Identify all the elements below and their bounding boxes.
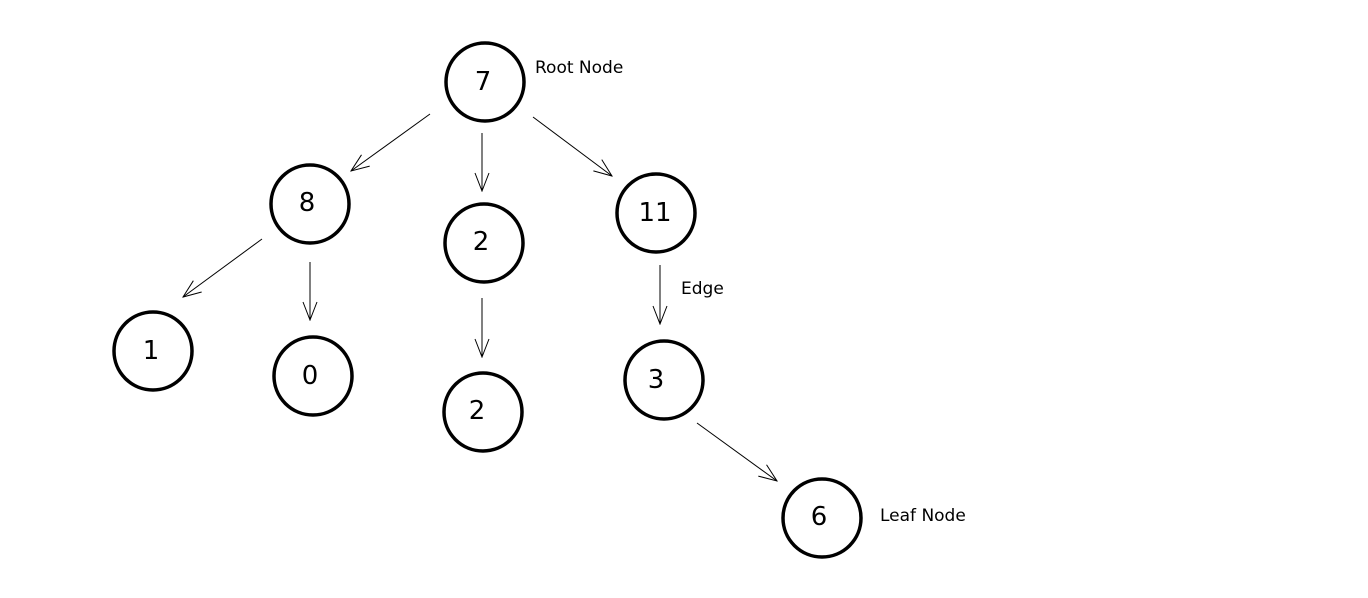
node-3: 3 (623, 339, 705, 421)
node-label: 2 (473, 227, 490, 257)
edge-annotation: Edge (681, 279, 724, 299)
node-2-middle: 2 (443, 202, 525, 284)
node-8: 8 (269, 163, 351, 245)
node-11: 11 (615, 172, 697, 254)
root-node-annotation: Root Node (535, 58, 623, 78)
node-2-bottom: 2 (442, 371, 524, 453)
edge-7-to-8 (351, 113, 431, 171)
node-7: 7 (444, 41, 526, 123)
node-1: 1 (112, 310, 194, 392)
node-label: 2 (469, 396, 486, 426)
node-label: 1 (143, 336, 160, 366)
node-label: 3 (648, 365, 665, 395)
node-label: 6 (811, 502, 828, 532)
node-6: 6 (781, 477, 863, 559)
edge-8-to-1 (183, 238, 263, 297)
node-label: 7 (475, 67, 492, 97)
edge-7-to-11 (532, 116, 612, 176)
node-label: 11 (638, 198, 671, 228)
node-label: 8 (299, 188, 316, 218)
node-0: 0 (272, 335, 354, 417)
node-label: 0 (302, 361, 319, 391)
leaf-node-annotation: Leaf Node (880, 506, 966, 526)
edge-3-to-6 (696, 422, 777, 481)
